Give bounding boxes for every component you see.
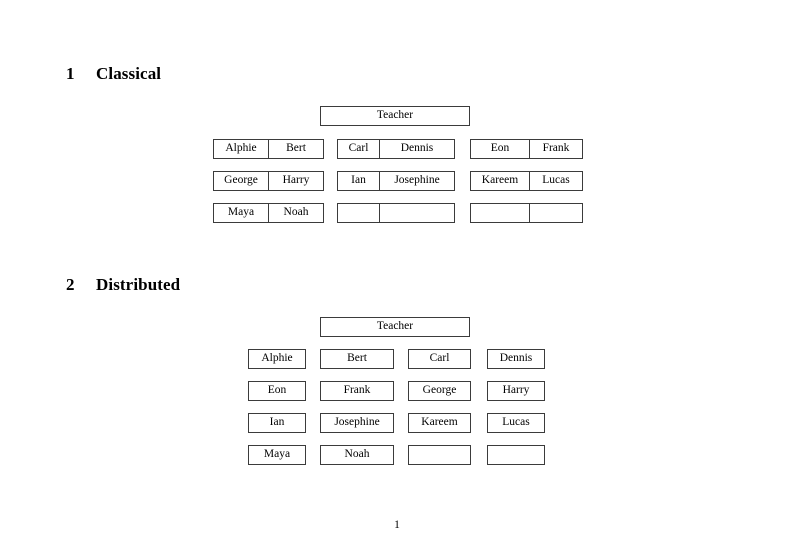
distributed-row-2: Eon Frank George Harry	[248, 381, 545, 401]
student-pair-box: Ian Josephine	[337, 171, 455, 191]
student-cell: Josephine	[380, 172, 454, 190]
student-box-empty	[408, 445, 471, 465]
student-cell: Bert	[269, 140, 323, 158]
student-cell: Noah	[269, 204, 323, 222]
teacher-group: Teacher	[320, 317, 470, 337]
student-cell-empty	[471, 204, 530, 222]
student-cell: Frank	[530, 140, 582, 158]
student-cell: Eon	[471, 140, 530, 158]
classical-group2-row1: Carl Dennis	[337, 139, 455, 159]
student-cell: Alphie	[214, 140, 269, 158]
teacher-cell: Teacher	[321, 107, 469, 125]
section-number: 2	[66, 275, 75, 294]
teacher-box-distributed: Teacher	[320, 317, 470, 337]
student-cell: George	[214, 172, 269, 190]
student-box: Lucas	[487, 413, 545, 433]
section-heading-classical: 1 Classical	[66, 64, 161, 84]
classical-group3-row1: Eon Frank	[470, 139, 583, 159]
student-cell: Ian	[338, 172, 380, 190]
distributed-row-1: Alphie Bert Carl Dennis	[248, 349, 545, 369]
student-box: Kareem	[408, 413, 471, 433]
student-pair-box-empty	[337, 203, 455, 223]
distributed-row-4: Maya Noah	[248, 445, 545, 465]
section-title: Classical	[96, 64, 162, 83]
teacher-cell: Teacher	[321, 318, 469, 336]
classical-group1-row1: Alphie Bert	[213, 139, 324, 159]
student-pair-box: Eon Frank	[470, 139, 583, 159]
student-box: Josephine	[320, 413, 394, 433]
student-box: Dennis	[487, 349, 545, 369]
student-cell: Lucas	[530, 172, 582, 190]
student-pair-box: Maya Noah	[213, 203, 324, 223]
page-number: 1	[394, 519, 400, 531]
student-box: Harry	[487, 381, 545, 401]
section-title: Distributed	[96, 275, 181, 294]
student-box: Eon	[248, 381, 306, 401]
student-box: Carl	[408, 349, 471, 369]
student-box: Noah	[320, 445, 394, 465]
teacher-box-classical: Teacher	[320, 106, 470, 126]
teacher-group: Teacher	[320, 106, 470, 126]
classical-group1-row3: Maya Noah	[213, 203, 324, 223]
student-box: Ian	[248, 413, 306, 433]
student-cell-empty	[338, 204, 380, 222]
student-pair-box-empty	[470, 203, 583, 223]
classical-group2-row3	[337, 203, 455, 223]
section-number: 1	[66, 64, 75, 83]
classical-group2-row2: Ian Josephine	[337, 171, 455, 191]
student-cell: Kareem	[471, 172, 530, 190]
classical-group3-row3	[470, 203, 583, 223]
student-box-empty	[487, 445, 545, 465]
student-box: George	[408, 381, 471, 401]
student-box: Bert	[320, 349, 394, 369]
classical-group1-row2: George Harry	[213, 171, 324, 191]
student-cell: Carl	[338, 140, 380, 158]
student-box: Alphie	[248, 349, 306, 369]
student-pair-box: Kareem Lucas	[470, 171, 583, 191]
distributed-row-3: Ian Josephine Kareem Lucas	[248, 413, 545, 433]
student-cell-empty	[380, 204, 454, 222]
student-cell: Harry	[269, 172, 323, 190]
section-heading-distributed: 2 Distributed	[66, 275, 180, 295]
student-cell: Dennis	[380, 140, 454, 158]
student-pair-box: George Harry	[213, 171, 324, 191]
student-box: Maya	[248, 445, 306, 465]
student-pair-box: Carl Dennis	[337, 139, 455, 159]
classical-group3-row2: Kareem Lucas	[470, 171, 583, 191]
student-cell: Maya	[214, 204, 269, 222]
student-cell-empty	[530, 204, 582, 222]
student-pair-box: Alphie Bert	[213, 139, 324, 159]
student-box: Frank	[320, 381, 394, 401]
